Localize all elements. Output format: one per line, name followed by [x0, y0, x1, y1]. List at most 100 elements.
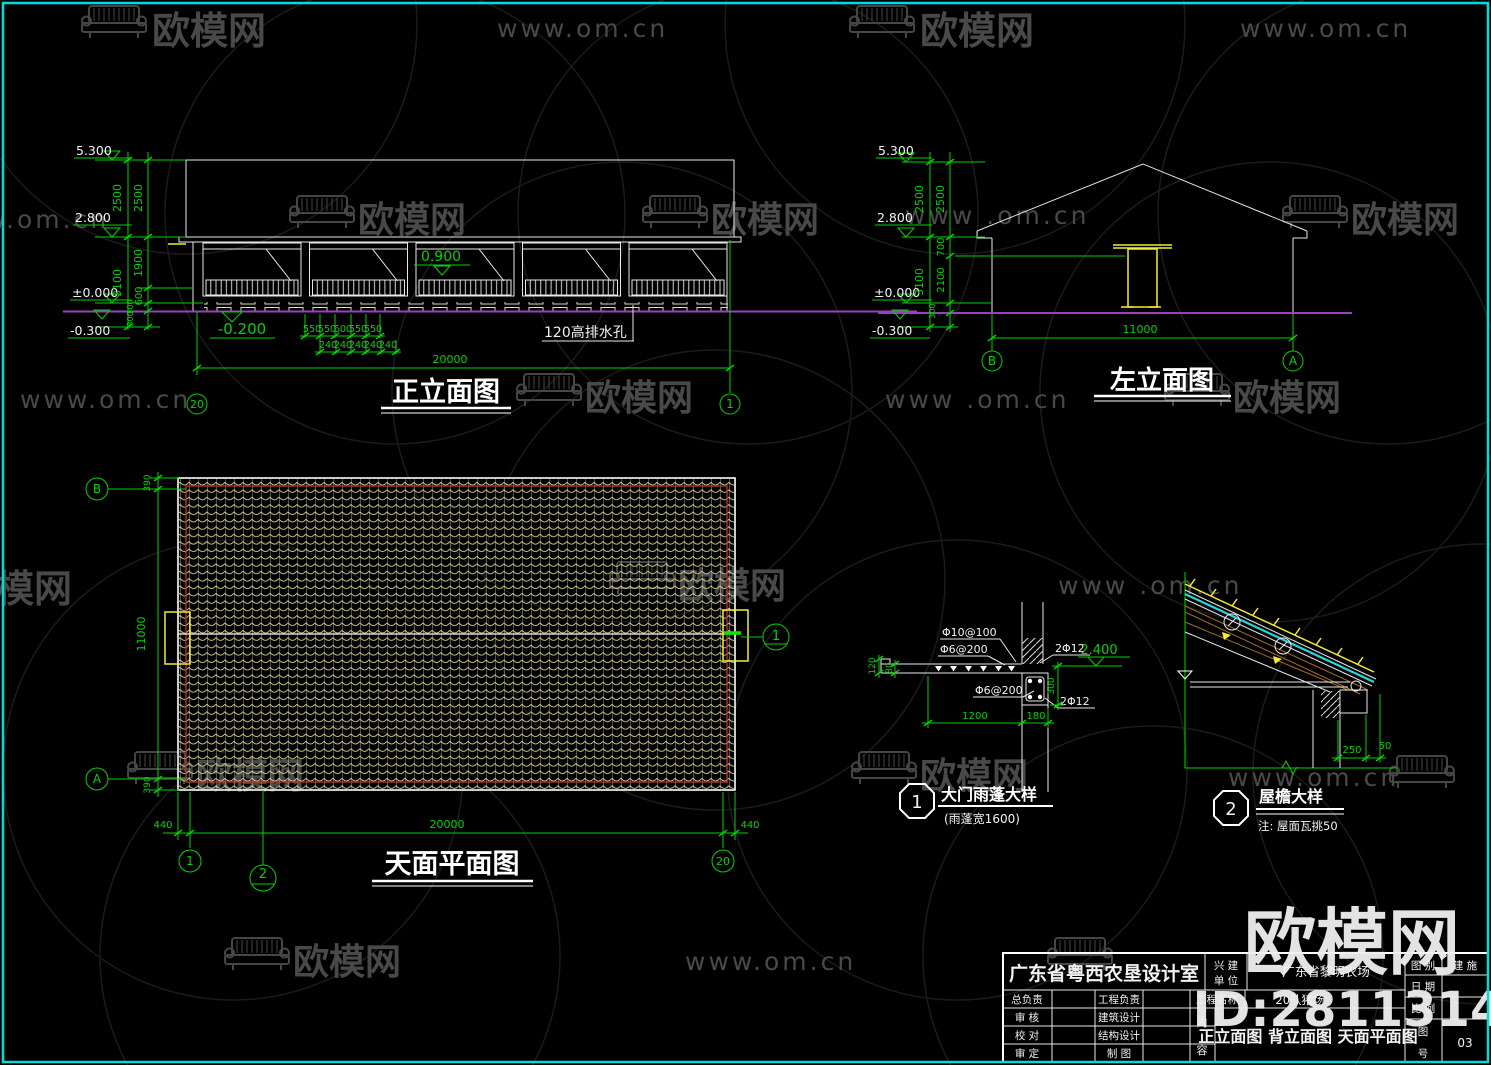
plan-detail-marker-2: 2 — [249, 790, 277, 892]
watermark-brand: 欧模网 — [920, 756, 1028, 797]
front-dim-600: 600 — [134, 286, 145, 305]
sheet-no-label-top: 图 — [1418, 1026, 1429, 1038]
canopy-level-label: 2.400 — [1080, 643, 1117, 658]
front-level-minus-label: -0.300 — [70, 323, 110, 338]
eave-break-symbol — [1281, 759, 1298, 776]
front-drain-note-label: 120高排水孔 — [544, 324, 627, 341]
left-dim-300: 300 — [928, 303, 937, 318]
plan-canopy-left — [164, 611, 191, 665]
sheet-no-label-bottom: 号 — [1418, 1048, 1429, 1060]
watermark-brand: 欧模网 — [711, 200, 819, 241]
canopy-rebar-labels: Φ10@100 Φ6@200 Φ6@200 2Φ12 2Φ12 — [938, 626, 1095, 709]
watermark-url: www .om.cn — [1058, 571, 1242, 600]
eave-roof-slope — [1184, 578, 1377, 695]
plan-dim-390-bottom: 390 — [143, 776, 153, 793]
site-watermark-overlay: 欧模网 ID:2811314 — [1193, 901, 1491, 1038]
scale-label: 比 例 — [1411, 1002, 1435, 1015]
sofa-icon — [849, 5, 915, 39]
watermark-brand: 欧模网 — [1233, 378, 1341, 419]
plan-bottom-dimensions: 440 20000 440 1 20 — [153, 792, 760, 873]
front-dim-2500-outer: 2500 — [111, 184, 124, 212]
plan-canopy-right — [722, 609, 749, 662]
plan-axis-20-label: 20 — [716, 855, 730, 868]
canopy-rebar-top-label: Φ10@100 — [942, 626, 997, 639]
front-dim-240-5: 240 — [379, 340, 397, 351]
eave-title-label: 屋檐大样 — [1259, 787, 1323, 806]
left-level-eave-label: 2.800 — [877, 210, 913, 225]
left-dim-2500-inner: 2500 — [934, 185, 947, 213]
front-dim-240-2: 240 — [334, 340, 352, 351]
chief-label: 总负责 — [1011, 993, 1043, 1006]
category-label: 图 别 — [1411, 960, 1435, 972]
front-dim-3100: 3100 — [111, 269, 124, 297]
canopy-detail-view: 2.400 Φ10@100 Φ6@200 Φ6@200 2Φ12 2Φ12 12… — [868, 602, 1130, 826]
eave-wall — [1190, 681, 1368, 768]
eave-marker-number: 2 — [1225, 799, 1236, 820]
sofa-icon — [224, 937, 290, 971]
front-level-eave-label: 2.800 — [75, 210, 111, 225]
left-dimensions: 5.300 2.800 ±0.000 -0.300 2500 3100 2500… — [870, 143, 1125, 339]
plan-left-dimensions: 390 11000 390 B A — [85, 472, 186, 797]
front-level-ground-label: -0.200 — [218, 320, 266, 338]
left-level-minus-label: -0.300 — [872, 323, 912, 338]
content-label-bottom: 容 — [1197, 1043, 1208, 1057]
left-door — [1113, 244, 1172, 314]
left-dim-2500-outer: 2500 — [913, 185, 926, 213]
watermark-brand: 欧模网 — [293, 942, 401, 983]
client-label-bottom: 单 位 — [1214, 974, 1239, 987]
check-label: 校 对 — [1015, 1029, 1040, 1042]
front-dim-300-b: 300 — [126, 311, 135, 326]
date-label: 日 期 — [1411, 981, 1435, 993]
canopy-dim-180: 180 — [1026, 711, 1045, 722]
sofa-icon — [289, 195, 355, 229]
category-value: 建 施 — [1453, 959, 1478, 972]
sofa-icon — [1282, 195, 1348, 229]
plan-detail-2-label: 2 — [259, 867, 267, 882]
company-name: 广东省粤西农垦设计室 — [1009, 962, 1199, 985]
front-axis-left-label: 20 — [190, 398, 204, 411]
watermark-url: www .om.cn — [885, 385, 1069, 414]
eave-detail-view: 250 50 2 屋檐大样 注: 屋面瓦挑50 — [1176, 572, 1397, 833]
canopy-dim-120: 120 — [868, 657, 878, 674]
left-elevation-view: 5.300 2.800 ±0.000 -0.300 2500 3100 2500… — [870, 143, 1352, 402]
struct-design-label: 结构设计 — [1098, 1029, 1140, 1042]
eave-title: 2 屋檐大样 注: 屋面瓦挑50 — [1213, 787, 1344, 833]
front-ground-level-mark: -0.200 — [210, 311, 275, 339]
plan-axis-b-label: B — [93, 482, 101, 496]
eave-note-label: 注: 屋面瓦挑50 — [1258, 819, 1338, 833]
title-block: 广东省粤西农垦设计室 兴 建 单 位 广东省黎明农场 总负责 工程负责 工程名称… — [1002, 952, 1489, 1063]
left-axis-right-label: A — [1289, 354, 1298, 368]
client-label-top: 兴 建 — [1214, 959, 1239, 972]
project-manager-label: 工程负责 — [1098, 993, 1140, 1006]
draft-label: 制 图 — [1107, 1047, 1131, 1060]
project-name-label: 工程名称 — [1196, 993, 1238, 1006]
drawing-content: 正立面图 背立面图 天面平面图 — [1198, 1027, 1417, 1046]
left-title: 左立面图 — [1094, 365, 1231, 402]
front-dim-total: 20000 — [433, 353, 468, 366]
plan-dim-440-left: 440 — [153, 820, 172, 831]
canopy-rebar-mid-label: Φ6@200 — [940, 643, 988, 656]
left-level-top-label: 5.300 — [878, 143, 914, 158]
big-watermark-brand: 欧模网 — [1244, 901, 1460, 985]
eave-level-triangle — [1176, 670, 1194, 680]
canopy-subtitle-label: (雨蓬宽1600) — [944, 811, 1020, 826]
review-label: 审 核 — [1015, 1011, 1040, 1024]
front-level-top-label: 5.300 — [76, 143, 112, 158]
watermark-brand: 欧模网 — [152, 9, 266, 53]
watermark-url: www.om.cn — [685, 947, 856, 976]
front-left-dimensions: 5.300 2.800 ±0.000 -0.300 2500 3100 2500… — [68, 143, 203, 339]
canopy-marker-number: 1 — [911, 792, 922, 813]
plan-dim-20000: 20000 — [430, 818, 465, 831]
front-drain-holes — [204, 302, 728, 311]
plan-axis-a-label: A — [93, 772, 102, 786]
left-dim-2100: 2100 — [936, 267, 947, 292]
left-bottom-dimension: 11000 B A — [981, 313, 1304, 372]
plan-dim-11000: 11000 — [135, 617, 148, 652]
canopy-dim-300: 300 — [1047, 677, 1057, 694]
canopy-title-label: 大门雨蓬大样 — [941, 785, 1037, 804]
eave-dim-50: 50 — [1379, 741, 1392, 752]
canopy-dimensions: 120 80 300 1200 180 — [868, 655, 1064, 728]
front-dim-1900: 1900 — [132, 249, 145, 277]
front-dim-300-a: 300 — [126, 299, 135, 314]
